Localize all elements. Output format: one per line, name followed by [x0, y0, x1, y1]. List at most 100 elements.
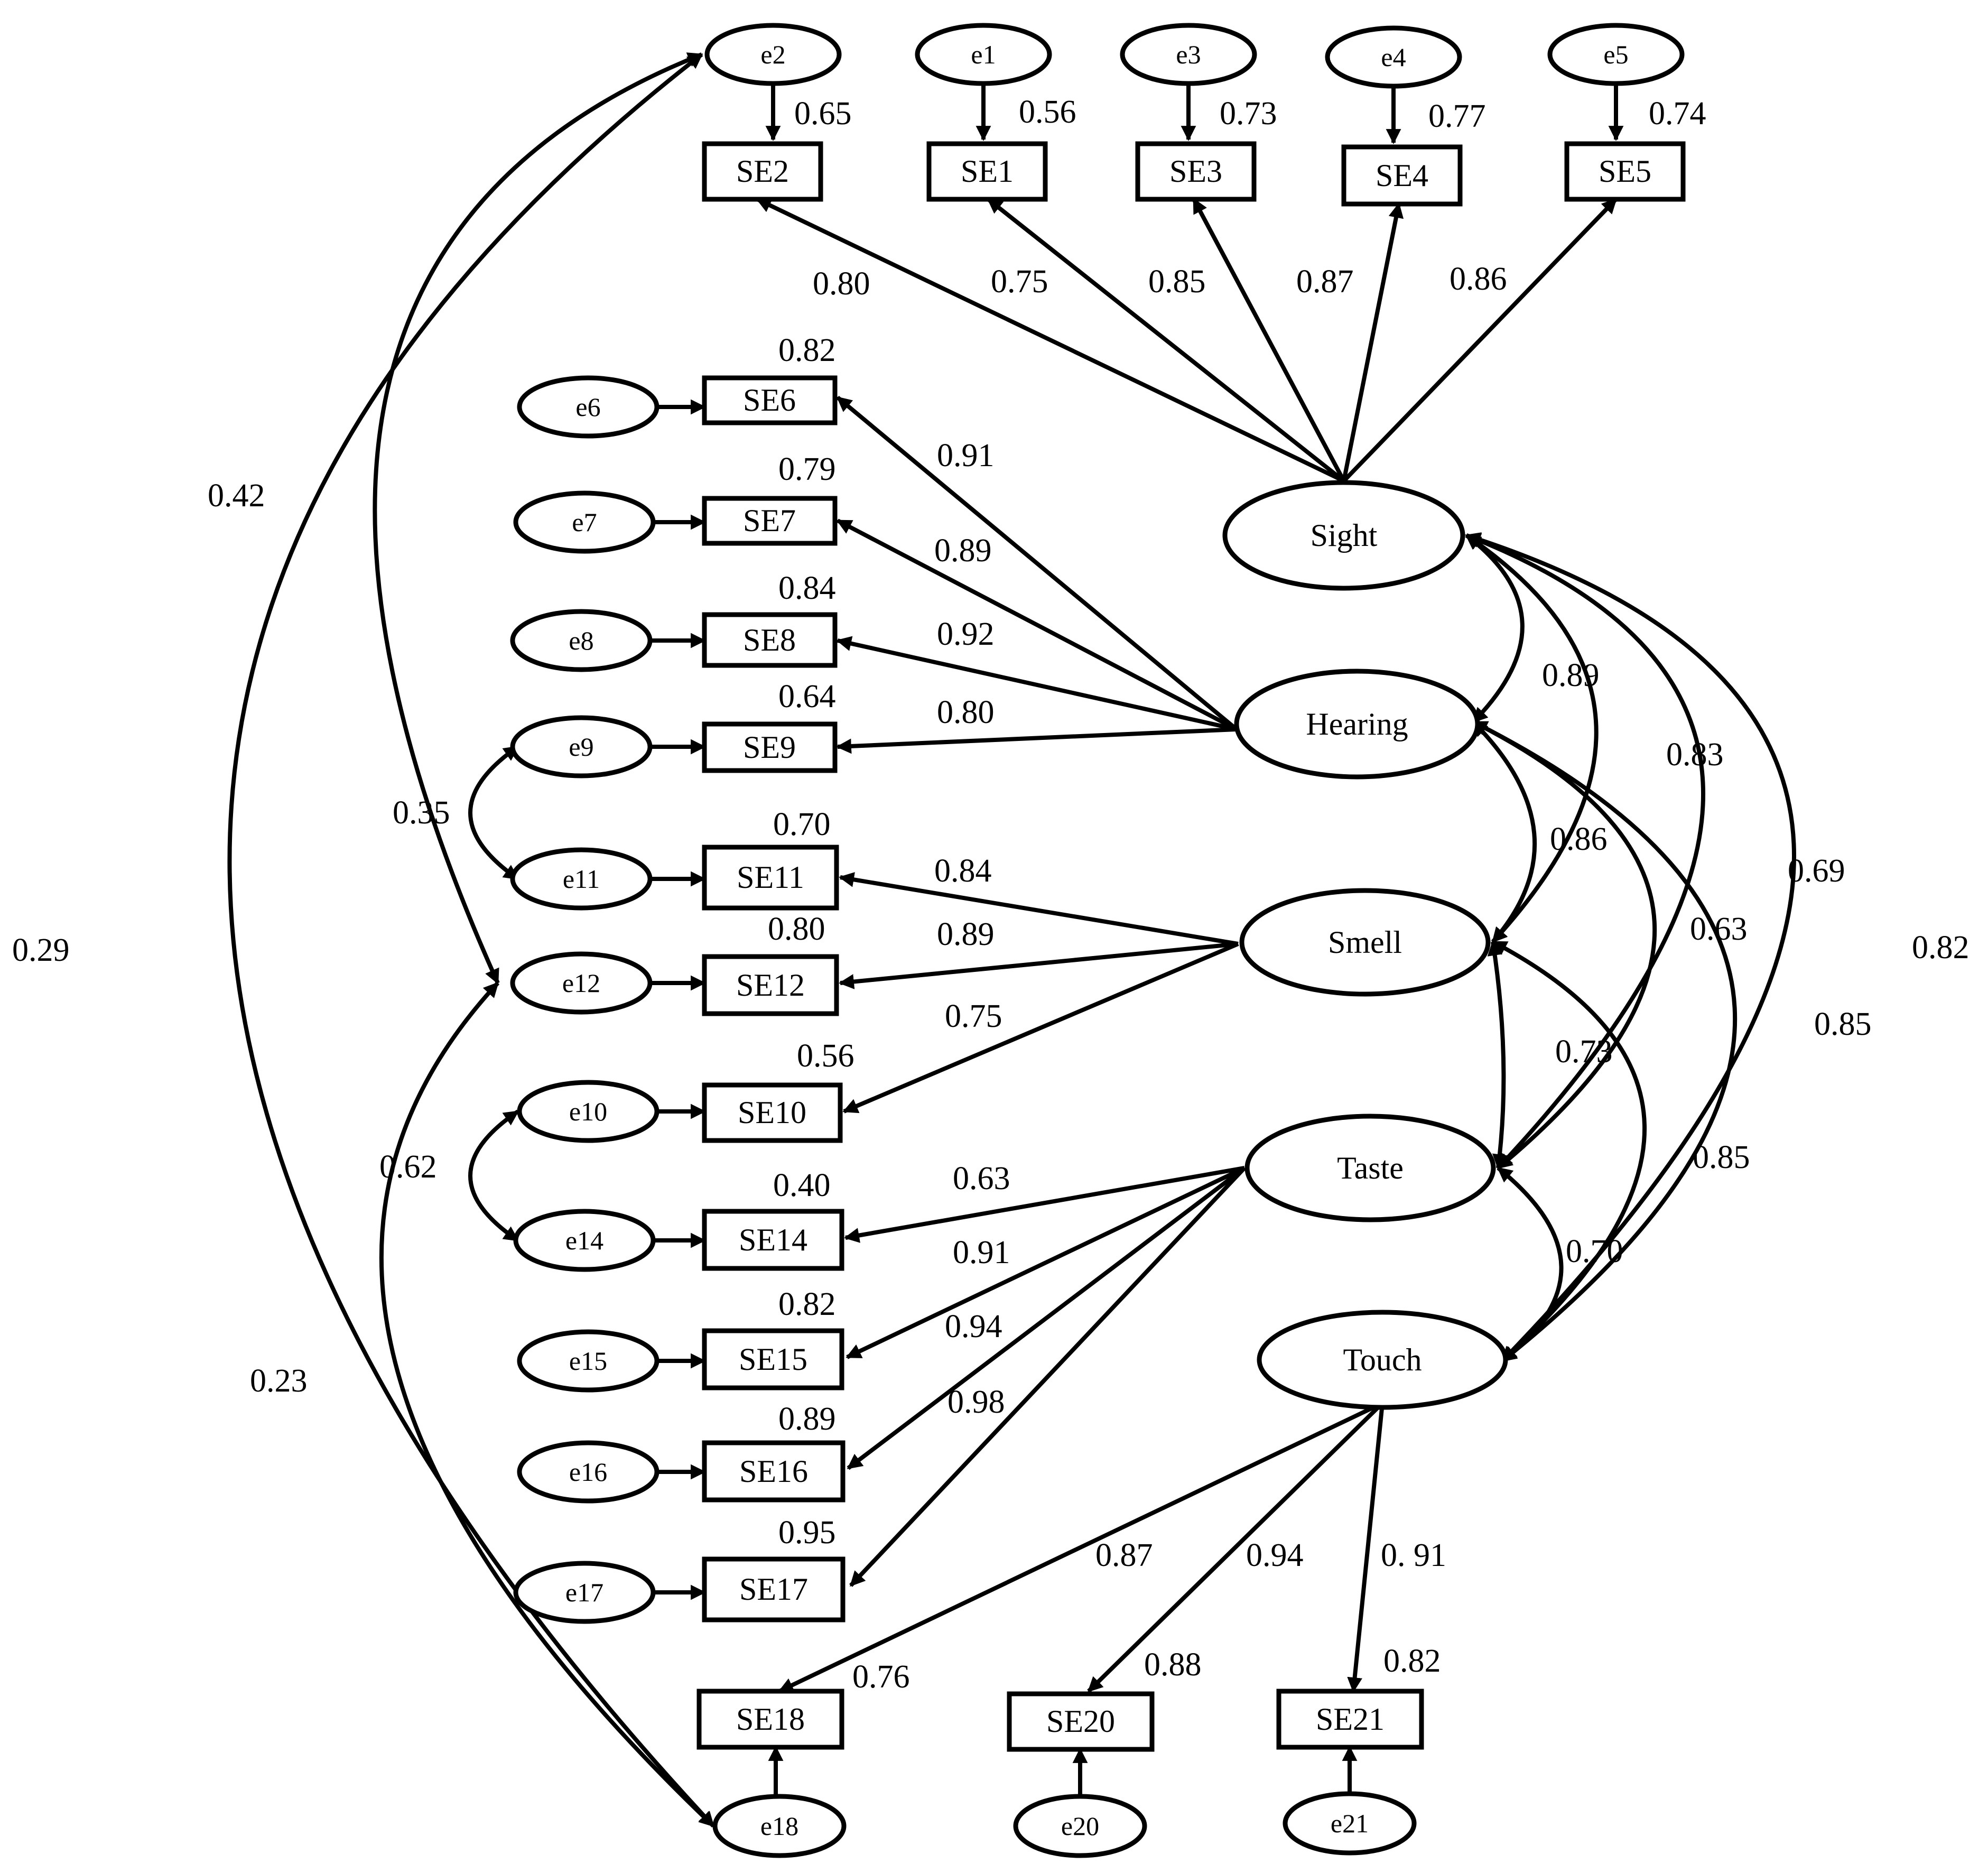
- error-e21: e21: [1283, 1791, 1417, 1856]
- factor-taste-label: Taste: [1337, 1151, 1404, 1185]
- factor-hearing-label: Hearing: [1306, 707, 1408, 741]
- loading-smell-se10: 0.75: [945, 998, 1002, 1034]
- r2-se2: 0.65: [794, 96, 852, 132]
- factor-smell-label: Smell: [1328, 925, 1402, 960]
- error-e1: e1: [915, 23, 1052, 86]
- r2-se7: 0.79: [778, 451, 836, 487]
- factor-sight-label: Sight: [1311, 518, 1378, 553]
- indicator-se18-label: SE18: [736, 1702, 805, 1737]
- r2-se3: 0.73: [1220, 96, 1277, 132]
- loading-touch-se21: 0. 91: [1381, 1537, 1446, 1573]
- loading-taste-se16: 0.94: [945, 1309, 1002, 1345]
- corr-label-sight-smell: 0.83: [1666, 737, 1724, 773]
- path-touch-se18: [778, 1401, 1383, 1693]
- loading-sight-se1: 0.75: [991, 264, 1048, 300]
- error-e16-label: e16: [569, 1457, 607, 1487]
- corr-e2-e18: [227, 52, 715, 1828]
- loading-taste-se14: 0.63: [953, 1161, 1010, 1197]
- error-correlation-labels: 0.42 0.29 0.35 0.62 0.23: [12, 478, 450, 1399]
- error-e8: e8: [510, 609, 653, 672]
- corr-label-smell-taste: 0.73: [1555, 1034, 1613, 1070]
- corr-e12-e18: [379, 981, 715, 1828]
- error-e1-label: e1: [971, 40, 996, 69]
- indicator-se20: SE20: [1007, 1691, 1155, 1752]
- r2-se8: 0.84: [778, 570, 836, 606]
- loading-touch-se18: 0.87: [1095, 1537, 1153, 1573]
- error-e8-label: e8: [569, 626, 593, 655]
- r2-se21: 0.82: [1383, 1643, 1441, 1679]
- error-e10-label: e10: [569, 1097, 607, 1126]
- factor-touch-label: Touch: [1343, 1342, 1422, 1377]
- r2-se17: 0.95: [778, 1515, 836, 1551]
- path-touch-se21: [1347, 1403, 1385, 1693]
- indicator-se12: SE12: [702, 954, 839, 1016]
- error-e15-label: e15: [569, 1346, 607, 1376]
- indicator-se1: SE1: [926, 141, 1048, 202]
- error-e20-label: e20: [1061, 1811, 1099, 1841]
- indicator-se17-label: SE17: [739, 1572, 808, 1607]
- corr-hearing-touch: [1472, 720, 1738, 1363]
- loading-labels: 0.80 0.75 0.85 0.87 0.86 0.91 0.89 0.92 …: [813, 261, 1507, 1573]
- path-taste-se16: [847, 1166, 1246, 1470]
- error-e11-label: e11: [563, 864, 600, 894]
- r2-se1: 0.56: [1019, 94, 1076, 130]
- corr-sight-taste: [1465, 533, 1705, 1170]
- path-taste-se15: [846, 1166, 1246, 1359]
- corr-label-sight-hearing: 0.89: [1542, 657, 1600, 693]
- corr-e10-e14: [468, 1109, 519, 1243]
- r2-se5: 0.74: [1649, 96, 1706, 132]
- observed-variables: SE2 SE1 SE3 SE4 SE5 SE6 SE7 SE8 SE9 SE11…: [696, 141, 1686, 1752]
- indicator-se2-label: SE2: [736, 154, 789, 189]
- indicator-se12-label: SE12: [736, 968, 805, 1003]
- error-e14: e14: [513, 1209, 656, 1272]
- corr-label-sight-touch: 0.82: [1912, 930, 1970, 966]
- corr-sight-touch: [1465, 532, 1796, 1362]
- corr-hearing-taste: [1472, 720, 1657, 1170]
- corr-label-e2-e12: 0.42: [208, 478, 265, 514]
- indicator-se3-label: SE3: [1169, 154, 1222, 189]
- r2-se20: 0.88: [1144, 1647, 1202, 1683]
- error-e3-label: e3: [1176, 40, 1201, 69]
- error-e2-label: e2: [760, 40, 785, 69]
- loading-touch-se20: 0.94: [1246, 1537, 1304, 1573]
- corr-label-taste-touch: 0.70: [1566, 1234, 1623, 1269]
- r2-se6: 0.82: [778, 332, 836, 368]
- path-taste-se14: [844, 1166, 1245, 1243]
- indicator-se7-label: SE7: [743, 503, 796, 538]
- indicator-se18: SE18: [696, 1689, 844, 1750]
- loading-sight-se4: 0.87: [1296, 264, 1354, 300]
- path-sight-se5: [1342, 198, 1618, 483]
- indicator-se5: SE5: [1564, 141, 1686, 202]
- corr-smell-touch: [1491, 940, 1647, 1362]
- error-e15: e15: [517, 1329, 659, 1393]
- error-e12-label: e12: [562, 968, 600, 998]
- path-hearing-se7: [836, 518, 1238, 731]
- corr-e9-e11: [468, 745, 519, 881]
- path-hearing-se8: [836, 636, 1237, 731]
- corr-sight-hearing: [1465, 533, 1525, 724]
- r2-se16: 0.89: [778, 1401, 836, 1437]
- path-hearing-se9: [836, 727, 1237, 754]
- corr-label-e10-e14: 0.62: [379, 1149, 437, 1185]
- r2-se9: 0.64: [778, 679, 836, 715]
- r2-se4: 0.77: [1428, 98, 1486, 134]
- indicator-se21-label: SE21: [1316, 1702, 1385, 1737]
- error-e9-label: e9: [569, 732, 593, 762]
- indicator-se6-label: SE6: [743, 383, 796, 418]
- r2-se15: 0.82: [778, 1286, 836, 1322]
- latent-factors: Sight Hearing Smell Taste Touch: [1222, 480, 1508, 1410]
- indicator-se3: SE3: [1135, 141, 1257, 202]
- indicator-se4: SE4: [1341, 144, 1463, 207]
- factor-correlation-labels: 0.89 0.83 0.69 0.82 0.86 0.63 0.85 0.73 …: [1542, 657, 1970, 1269]
- corr-label-e2-e18: 0.29: [12, 932, 70, 968]
- indicator-se10-label: SE10: [738, 1095, 806, 1130]
- error-e9: e9: [510, 715, 653, 778]
- corr-label-e12-e18: 0.23: [250, 1363, 308, 1399]
- indicator-se5-label: SE5: [1599, 154, 1651, 189]
- path-sight-se1: [987, 197, 1345, 483]
- corr-e2-e12: [373, 52, 703, 985]
- indicator-se6: SE6: [702, 375, 838, 425]
- path-smell-se11: [839, 872, 1239, 946]
- loading-hearing-se9: 0.80: [937, 694, 995, 730]
- loading-taste-se17: 0.98: [947, 1384, 1005, 1420]
